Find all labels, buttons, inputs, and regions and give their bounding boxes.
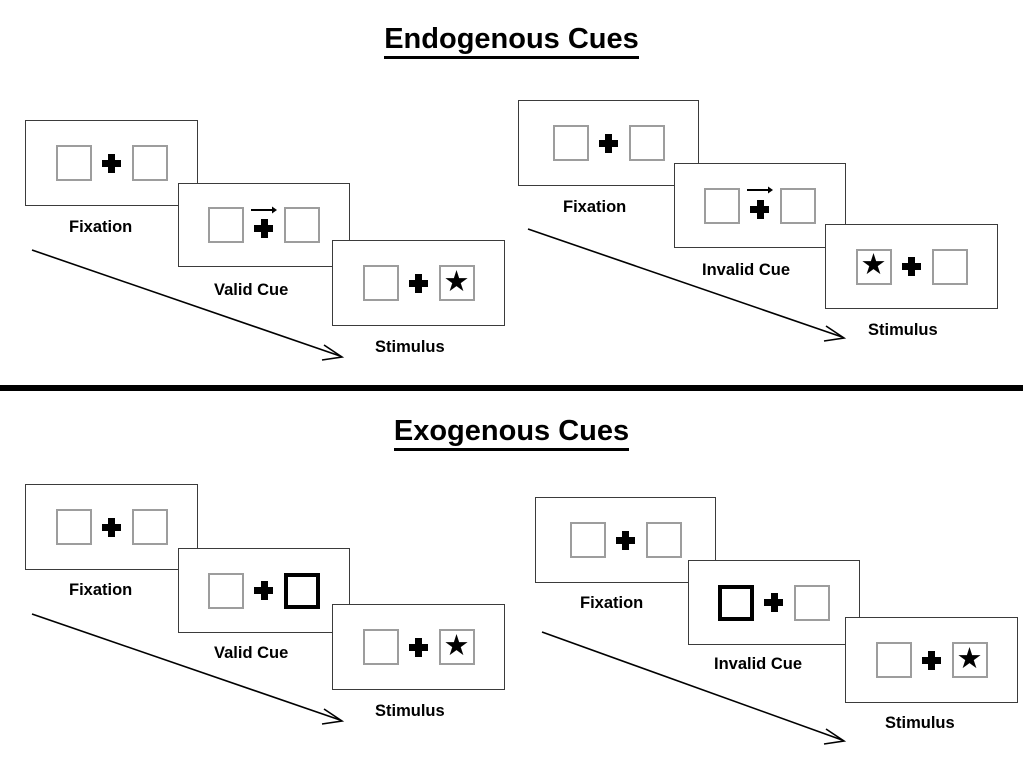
placeholder-box-right[interactable] [645,522,682,558]
stage-label-stimulus: Stimulus [375,338,445,356]
placeholder-box-right[interactable] [931,248,968,285]
panel-content [208,572,320,609]
placeholder-box-right[interactable] [794,584,830,621]
panel-exogenous-invalid-fixation[interactable] [535,497,716,583]
stage-label-fixation: Fixation [563,198,627,216]
flow-arrow-exogenous-invalid [538,628,858,753]
panel-content: ★ [875,642,988,678]
arrow-right-icon [250,205,278,216]
placeholder-box-left[interactable] [208,572,244,609]
cued-box-right[interactable] [284,572,320,609]
panel-exogenous-invalid-stimulus[interactable]: ★ [845,617,1018,703]
panel-content [55,145,168,181]
panel-endogenous-invalid-cue[interactable] [674,163,846,248]
stage-label-stimulus: Stimulus [375,702,445,720]
fixation-cross-icon [251,206,277,247]
star-icon: ★ [860,249,887,281]
placeholder-box-right-with-target[interactable]: ★ [951,642,988,678]
section-title-exogenous: Exogenous Cues [0,415,1023,451]
placeholder-box-left-with-target[interactable]: ★ [855,248,892,285]
panel-exogenous-invalid-cue[interactable] [688,560,860,645]
placeholder-box-right[interactable] [780,187,816,224]
fixation-cross-icon [253,573,275,609]
panel-endogenous-valid-fixation[interactable] [25,120,198,206]
stage-label-valid-cue: Valid Cue [214,281,289,299]
panel-endogenous-valid-cue[interactable] [178,183,350,267]
fixation-cross-icon [747,186,773,227]
panel-endogenous-valid-stimulus[interactable]: ★ [332,240,505,326]
placeholder-box-left[interactable] [569,522,606,558]
placeholder-box-right[interactable] [628,125,665,161]
section-title-endogenous: Endogenous Cues [0,23,1023,59]
panel-content [718,584,830,621]
section-title-exogenous-text: Exogenous Cues [393,415,630,451]
placeholder-box-left[interactable] [704,187,740,224]
stage-label-fixation: Fixation [69,581,133,599]
placeholder-box-left[interactable] [208,207,244,243]
placeholder-box-left[interactable] [362,265,399,301]
stage-label-stimulus: Stimulus [868,321,938,339]
panel-exogenous-valid-stimulus[interactable]: ★ [332,604,505,690]
fixation-cross-icon [921,642,943,678]
placeholder-box-right[interactable] [284,207,320,243]
fixation-cross-icon [615,522,637,558]
panel-content: ★ [362,265,475,301]
placeholder-box-left[interactable] [552,125,589,161]
section-title-endogenous-text: Endogenous Cues [384,23,639,59]
stage-label-valid-cue: Valid Cue [214,644,289,662]
fixation-cross-icon [408,265,430,301]
arrow-right-icon [746,185,774,196]
star-icon: ★ [443,629,470,662]
fixation-cross-icon [763,585,785,621]
stage-label-fixation: Fixation [69,218,133,236]
star-icon: ★ [443,265,470,298]
placeholder-box-right[interactable] [131,509,168,545]
placeholder-box-left[interactable] [55,145,92,181]
panel-content [552,125,665,161]
section-divider [0,385,1023,391]
fixation-cross-icon [901,249,923,285]
placeholder-box-left[interactable] [875,642,912,678]
placeholder-box-left[interactable] [362,629,399,665]
placeholder-box-left[interactable] [55,509,92,545]
stage-label-fixation: Fixation [580,594,644,612]
panel-content: ★ [362,629,475,665]
panel-content [704,184,816,227]
panel-content [208,204,320,247]
panel-content [569,522,682,558]
placeholder-box-right-with-target[interactable]: ★ [438,629,475,665]
star-icon: ★ [956,642,983,675]
fixation-cross-icon [101,509,123,545]
placeholder-box-right[interactable] [131,145,168,181]
stage-label-stimulus: Stimulus [885,714,955,732]
panel-content [55,509,168,545]
fixation-cross-icon [598,125,620,161]
stage-label-invalid-cue: Invalid Cue [714,655,803,673]
cued-box-left[interactable] [718,584,754,621]
panel-exogenous-valid-fixation[interactable] [25,484,198,570]
placeholder-box-right-with-target[interactable]: ★ [438,265,475,301]
panel-content: ★ [855,248,968,285]
panel-endogenous-invalid-fixation[interactable] [518,100,699,186]
panel-exogenous-valid-cue[interactable] [178,548,350,633]
fixation-cross-icon [101,145,123,181]
panel-endogenous-invalid-stimulus[interactable]: ★ [825,224,998,309]
fixation-cross-icon [408,629,430,665]
stage-label-invalid-cue: Invalid Cue [702,261,791,279]
